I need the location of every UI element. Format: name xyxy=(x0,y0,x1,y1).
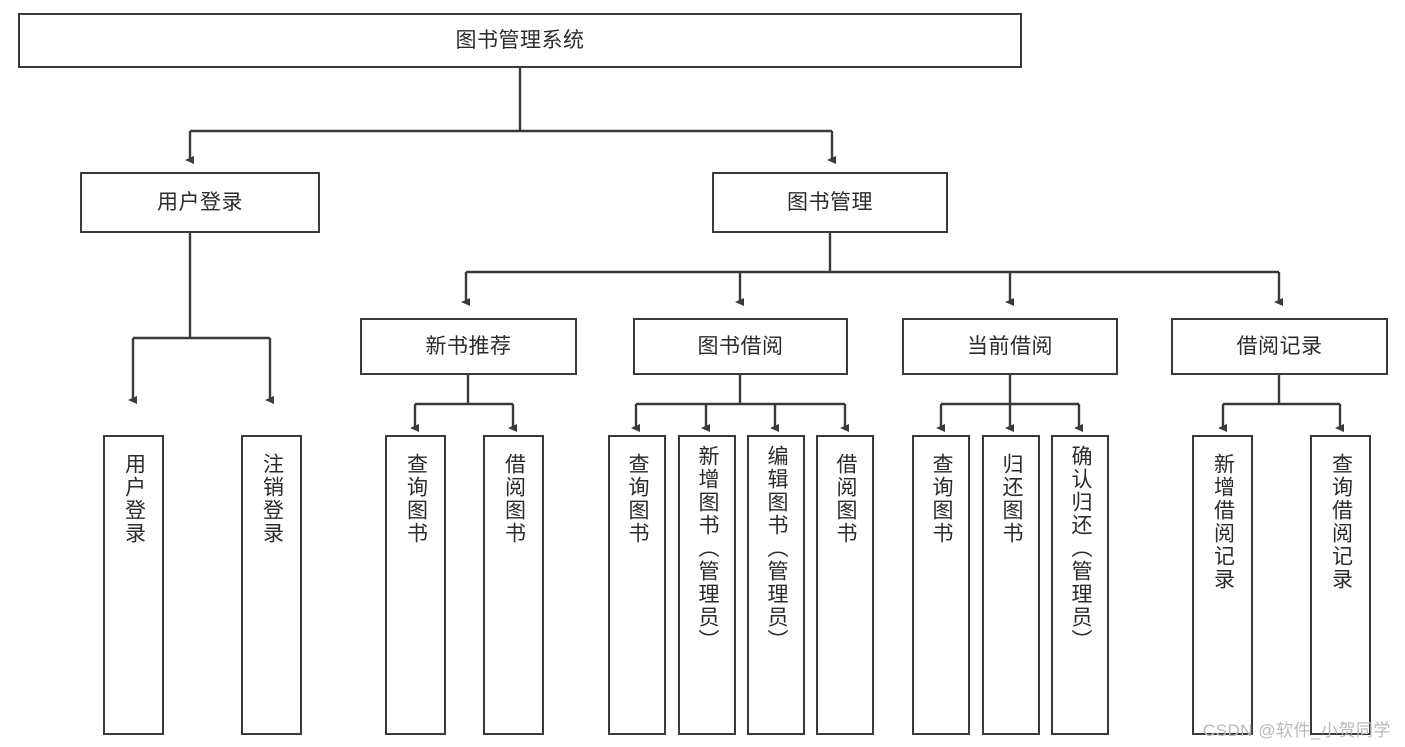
node-label: 新书推荐 xyxy=(425,334,512,358)
leaf-confirm-return-admin[interactable]: 确认归还（管理员） xyxy=(1051,435,1109,735)
node-label: 新增借阅记录 xyxy=(1211,453,1235,591)
node-label: 查询图书 xyxy=(626,453,650,545)
node-root-system[interactable]: 图书管理系统 xyxy=(18,13,1022,68)
node-user-login[interactable]: 用户登录 xyxy=(80,172,320,233)
leaf-return-book[interactable]: 归还图书 xyxy=(982,435,1040,735)
node-label: 当前借阅 xyxy=(967,334,1053,358)
node-label: 归还图书 xyxy=(1000,453,1024,545)
node-label: 查询借阅记录 xyxy=(1329,453,1353,591)
leaf-query-borrow-record[interactable]: 查询借阅记录 xyxy=(1310,435,1371,735)
leaf-query-book-2[interactable]: 查询图书 xyxy=(608,435,666,735)
node-label: 借阅记录 xyxy=(1236,334,1323,358)
node-label: 查询图书 xyxy=(404,453,428,545)
node-label: 新增图书（管理员） xyxy=(696,445,720,652)
node-label: 图书借阅 xyxy=(697,334,784,358)
leaf-add-borrow-record[interactable]: 新增借阅记录 xyxy=(1192,435,1253,735)
node-label: 用户登录 xyxy=(122,453,146,545)
leaf-user-login[interactable]: 用户登录 xyxy=(103,435,164,735)
node-label: 图书管理 xyxy=(787,190,873,214)
leaf-query-book-1[interactable]: 查询图书 xyxy=(385,435,446,735)
node-book-management[interactable]: 图书管理 xyxy=(712,172,948,233)
node-label: 确认归还（管理员） xyxy=(1069,445,1093,652)
node-label: 借阅图书 xyxy=(502,453,526,545)
node-label: 用户登录 xyxy=(157,190,243,214)
node-current-borrow[interactable]: 当前借阅 xyxy=(902,318,1118,375)
leaf-add-book-admin[interactable]: 新增图书（管理员） xyxy=(678,435,736,735)
leaf-query-book-3[interactable]: 查询图书 xyxy=(912,435,970,735)
leaf-logout-login[interactable]: 注销登录 xyxy=(241,435,302,735)
node-label: 图书管理系统 xyxy=(455,28,585,52)
leaf-borrow-book-1[interactable]: 借阅图书 xyxy=(483,435,544,735)
node-label: 编辑图书（管理员） xyxy=(765,445,789,652)
node-book-borrow[interactable]: 图书借阅 xyxy=(633,318,848,375)
leaf-edit-book-admin[interactable]: 编辑图书（管理员） xyxy=(747,435,805,735)
node-label: 注销登录 xyxy=(260,453,284,545)
leaf-borrow-book-2[interactable]: 借阅图书 xyxy=(816,435,874,735)
node-new-book-recommend[interactable]: 新书推荐 xyxy=(360,318,577,375)
node-label: 查询图书 xyxy=(930,453,954,545)
node-borrow-record[interactable]: 借阅记录 xyxy=(1171,318,1388,375)
node-label: 借阅图书 xyxy=(834,453,858,545)
csdn-watermark: CSDN @软件_小贺同学 xyxy=(1202,721,1391,740)
